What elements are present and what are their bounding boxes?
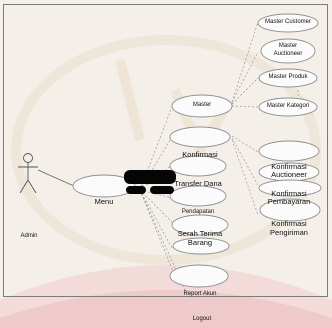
extend-master-auctioneer bbox=[231, 51, 259, 103]
master-auctioneer-label-2: Auctioneer bbox=[273, 51, 303, 57]
konfirmasi-pembayaran-label-2: Pembayaran bbox=[267, 197, 311, 206]
use-case-konfirmasi bbox=[169, 126, 231, 148]
konfirmasi-pembayaran-label-1: Konfirmasi bbox=[271, 189, 307, 198]
extend-master-customer bbox=[231, 21, 259, 103]
include-menu-report bbox=[139, 189, 173, 249]
use-case-pendapatan bbox=[169, 185, 227, 207]
actor-label: Admin bbox=[20, 233, 38, 239]
use-case-konfirmasi-auctioneer bbox=[258, 140, 320, 162]
konfirmasi-pengiriman-label-2: Pengiriman bbox=[270, 228, 308, 237]
use-case-report-akun bbox=[169, 264, 229, 288]
konfirmasi-auctioneer-label-2: Auctioneer bbox=[271, 170, 307, 179]
master-produk-label: Master Produk bbox=[268, 74, 308, 80]
include-menu-report-2 bbox=[139, 189, 176, 277]
konfirmasi-pengiriman-label-1: Konfirmasi bbox=[271, 219, 307, 228]
serah-terima-label-1: Serah Terima bbox=[177, 229, 223, 238]
master-customer-label: Master Customer bbox=[264, 19, 311, 25]
report-akun-label: Report Akun bbox=[183, 291, 217, 297]
use-case-master-auctioneer bbox=[260, 38, 316, 64]
konfirmasi-auctioneer-label-1: Konfirmasi bbox=[271, 162, 307, 171]
use-case-serah-terima-ghost bbox=[172, 237, 230, 255]
use-case-konfirmasi-pembayaran bbox=[258, 179, 322, 197]
use-case-master-kategori bbox=[258, 97, 318, 117]
master-kategori-label: Master Kategori bbox=[266, 103, 310, 109]
extend-master-produk bbox=[231, 77, 259, 105]
use-case-master bbox=[171, 94, 233, 118]
serah-terima-label-2: Barang bbox=[187, 238, 213, 247]
use-case-serah-terima bbox=[171, 214, 229, 236]
extend-konfirmasi-pengiriman bbox=[231, 139, 259, 216]
use-case-master-customer bbox=[257, 13, 319, 33]
extend-master-kategori bbox=[231, 105, 259, 108]
include-menu-master bbox=[139, 106, 173, 191]
extend-konfirmasi-pembayaran bbox=[231, 137, 259, 186]
konfirmasi-label: Konfirmasi bbox=[182, 150, 218, 159]
extend-konfirmasi-auctioneer bbox=[231, 135, 259, 153]
use-case-master-produk bbox=[258, 68, 318, 88]
pendapatan-label: Pendapatan bbox=[181, 209, 215, 215]
master-auctioneer-label-1: Master bbox=[278, 43, 298, 49]
use-case-transfer-dana bbox=[169, 155, 227, 177]
redaction-mark bbox=[124, 170, 176, 194]
master-label: Master bbox=[192, 102, 212, 108]
system-boundary bbox=[3, 4, 328, 297]
actor-icon bbox=[18, 153, 38, 194]
include-menu-serah bbox=[139, 189, 173, 223]
use-case-konfirmasi-pengiriman bbox=[259, 198, 321, 222]
menu-label: Menu bbox=[94, 197, 114, 206]
association-line bbox=[37, 169, 75, 187]
transfer-dana-label: Transfer Dana bbox=[174, 179, 222, 188]
logout-label: Logout bbox=[192, 316, 212, 322]
